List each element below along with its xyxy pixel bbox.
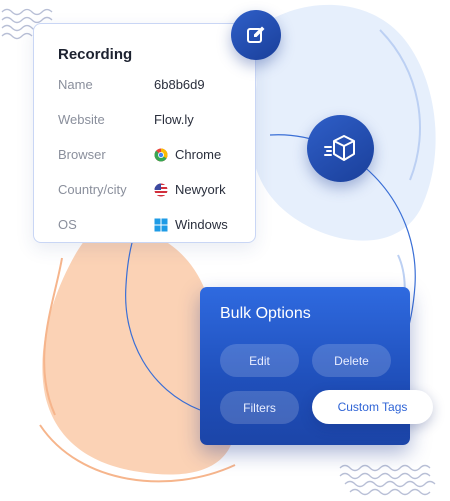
box-icon [323,134,355,161]
bulk-options-panel: Bulk Options Edit Delete Filters Custom … [200,287,433,445]
recording-row-website: Website Flow.ly [58,112,248,130]
browser-label: Browser [58,147,106,162]
custom-tags-button[interactable]: Custom Tags [312,390,433,424]
os-label: OS [58,217,77,232]
chrome-icon [154,148,168,161]
bulk-delete-button[interactable]: Delete [312,344,391,377]
recording-title: Recording [58,46,133,63]
edit-icon [247,26,265,43]
browser-value: Chrome [175,147,222,162]
country-value: Newyork [175,182,226,197]
recording-row-country: Country/city Newyork [58,182,248,200]
recording-row-os: OS Windows [58,217,248,235]
os-value: Windows [175,217,228,232]
recording-row-browser: Browser Chrome [58,147,248,165]
us-flag-icon [154,183,168,196]
bulk-options-title: Bulk Options [220,305,311,322]
windows-icon [154,218,168,231]
name-label: Name [58,77,93,92]
bulk-filters-button[interactable]: Filters [220,391,299,424]
blue-arc-top [379,29,421,181]
recording-card: Recording Name 6b8b6d9 Website Flow.ly B… [33,23,256,243]
peach-arc [43,257,63,416]
website-value: Flow.ly [154,112,194,127]
edit-button[interactable] [231,10,281,60]
bulk-edit-button[interactable]: Edit [220,344,299,377]
box-button[interactable] [307,115,374,182]
name-value: 6b8b6d9 [154,77,205,92]
peach-blob [42,225,236,475]
website-label: Website [58,112,105,127]
recording-row-name: Name 6b8b6d9 [58,77,248,95]
wave-pattern-bottom-right [339,464,436,496]
peach-arc-2 [39,424,236,483]
country-label: Country/city [58,182,127,197]
